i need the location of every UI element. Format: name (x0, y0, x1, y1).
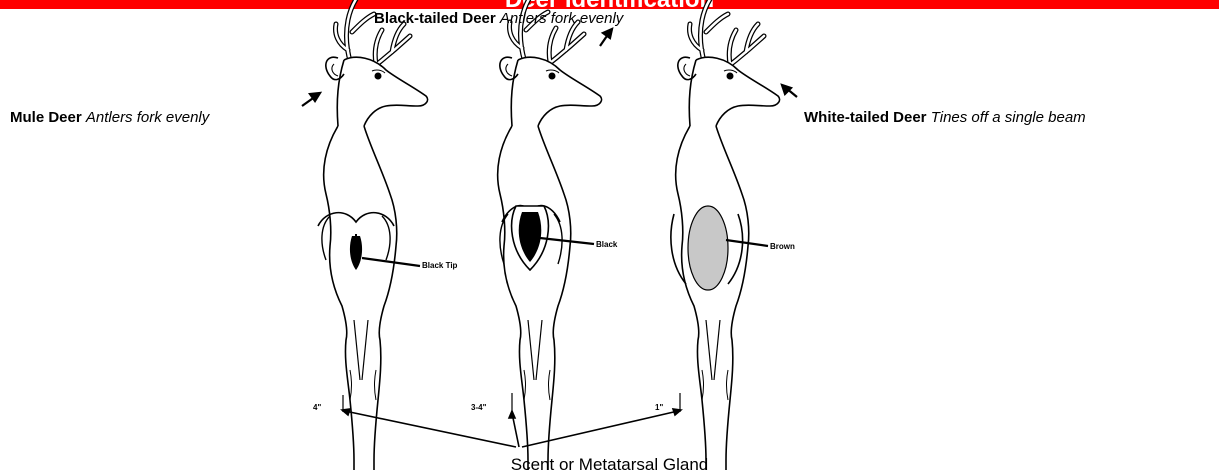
mule-gland-size: 4" (313, 403, 321, 412)
black-tailed-caption: Black-tailed Deer Antlers fork evenly (374, 10, 623, 27)
white-tailed-name: White-tailed Deer (804, 109, 927, 126)
gland-pointer-lines (342, 409, 681, 447)
black-tailed-rump-label: Black (596, 240, 618, 249)
mule-name: Mule Deer (10, 109, 82, 126)
white-tailed-brown-tail (688, 206, 728, 290)
mule-rump-label: Black Tip (422, 261, 458, 270)
mule-antler-note: Antlers fork evenly (86, 109, 209, 126)
black-tailed-gland-size: 3-4" (471, 403, 487, 412)
white-tailed-antler-note: Tines off a single beam (931, 109, 1086, 126)
white-tailed-caption: White-tailed Deer Tines off a single bea… (804, 109, 1086, 126)
black-tailed-antler-note: Antlers fork evenly (500, 10, 623, 27)
black-tailed-deer-figure: Black 3-4" (471, 0, 618, 470)
gland-caption: Scent or Metatarsal Gland (0, 455, 1219, 475)
white-tailed-gland-size: 1" (655, 403, 663, 412)
white-tailed-deer-figure: Brown 1" (655, 0, 795, 470)
black-tailed-name: Black-tailed Deer (374, 10, 496, 27)
white-tailed-rump-label: Brown (770, 242, 795, 251)
mule-deer-figure: Black Tip 4" (313, 0, 458, 470)
mule-caption: Mule Deer Antlers fork evenly (10, 109, 209, 126)
